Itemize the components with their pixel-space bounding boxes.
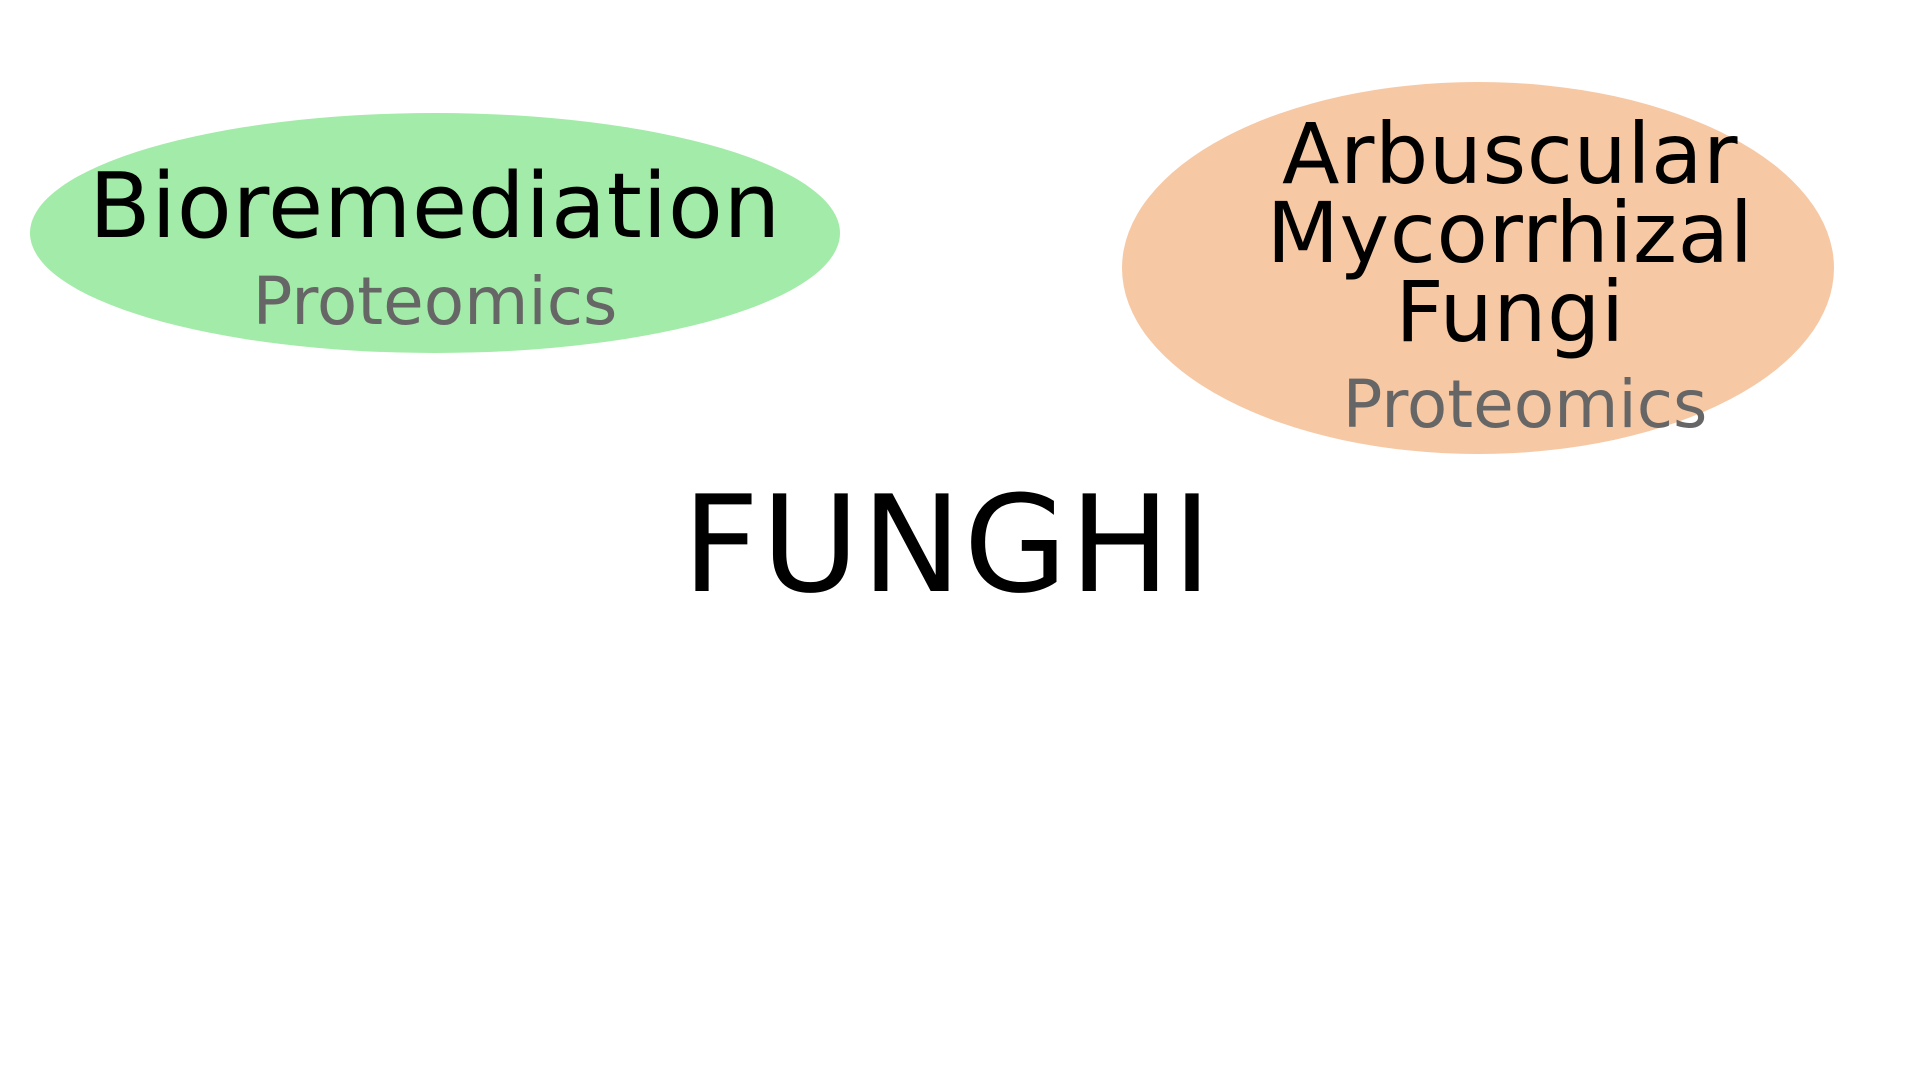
central-topic-title: FUNGHI <box>682 467 1214 623</box>
bubble-amf-title: Arbuscular Mycorrhizal Fungi <box>1266 105 1754 361</box>
bubble-bioremediation-subtitle: Proteomics <box>252 263 618 340</box>
bubble-arbuscular-mycorrhizal-fungi <box>1122 82 1834 454</box>
bubble-amf-title-line-2: Mycorrhizal <box>1266 184 1754 282</box>
bubble-amf-title-line-1: Arbuscular <box>1281 105 1739 203</box>
bubble-amf-subtitle: Proteomics <box>1342 366 1708 443</box>
bubble-bioremediation-title: Bioremediation <box>89 154 781 259</box>
bubble-bioremediation <box>30 113 840 353</box>
bubble-amf-title-line-3: Fungi <box>1395 263 1625 361</box>
